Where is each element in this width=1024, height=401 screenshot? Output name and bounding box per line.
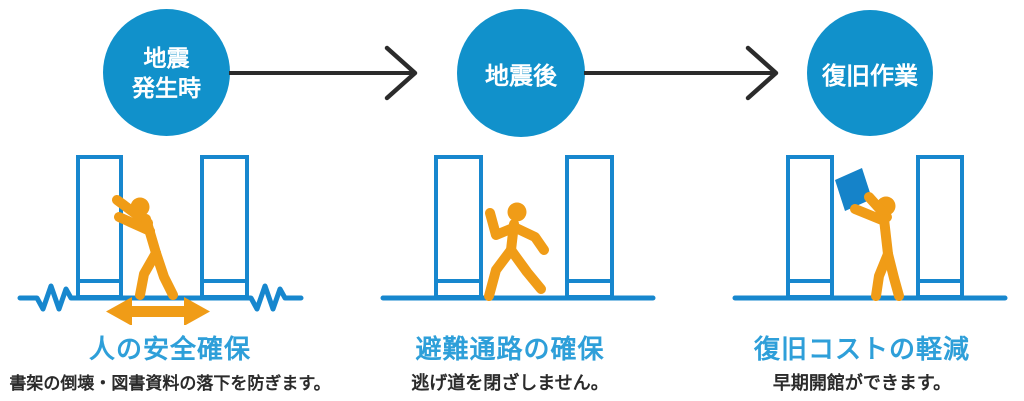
person-lifting-icon — [850, 192, 904, 301]
benefit-heading-cost: 復旧コストの軽減 — [753, 334, 970, 364]
benefit-heading-evacuation: 避難通路の確保 — [415, 334, 605, 364]
benefit-description: 早期開館ができます。 — [772, 373, 952, 393]
flow-arrow-icon — [584, 45, 779, 101]
bookshelf-icon — [434, 155, 614, 299]
stage-circle-recovery-work: 復旧作業 — [807, 10, 933, 136]
slide-double-arrow-icon — [106, 297, 210, 325]
bookshelf-icon — [76, 155, 249, 299]
person-running-icon — [484, 202, 549, 301]
quake-floor-zigzag-icon — [17, 283, 304, 312]
benefit-description: 書架の倒壊・図書資料の落下を防ぎます。 — [9, 374, 331, 393]
flow-arrow-icon — [229, 45, 418, 101]
person-reshelving-book-icon — [732, 155, 1008, 301]
stage-label: 地震 発生時 — [132, 43, 201, 103]
person-bracing-icon — [112, 195, 178, 300]
stage-label: 地震後 — [485, 62, 557, 90]
benefit-description: 逃げ道を閉ざしません。 — [411, 373, 609, 393]
stage-label-line1: 地震 — [143, 44, 190, 71]
stage-circle-after-earthquake: 地震後 — [457, 9, 585, 137]
stage-circle-earthquake-occurs: 地震 発生時 — [103, 9, 230, 136]
stage-label: 復旧作業 — [822, 62, 918, 90]
person-running-between-shelves-icon — [380, 155, 656, 301]
person-bracing-shelves-on-quake-floor-icon — [17, 155, 304, 325]
book-icon — [835, 168, 872, 211]
stage-label-line2: 発生時 — [132, 74, 201, 101]
benefit-heading-safety: 人の安全確保 — [88, 334, 251, 364]
